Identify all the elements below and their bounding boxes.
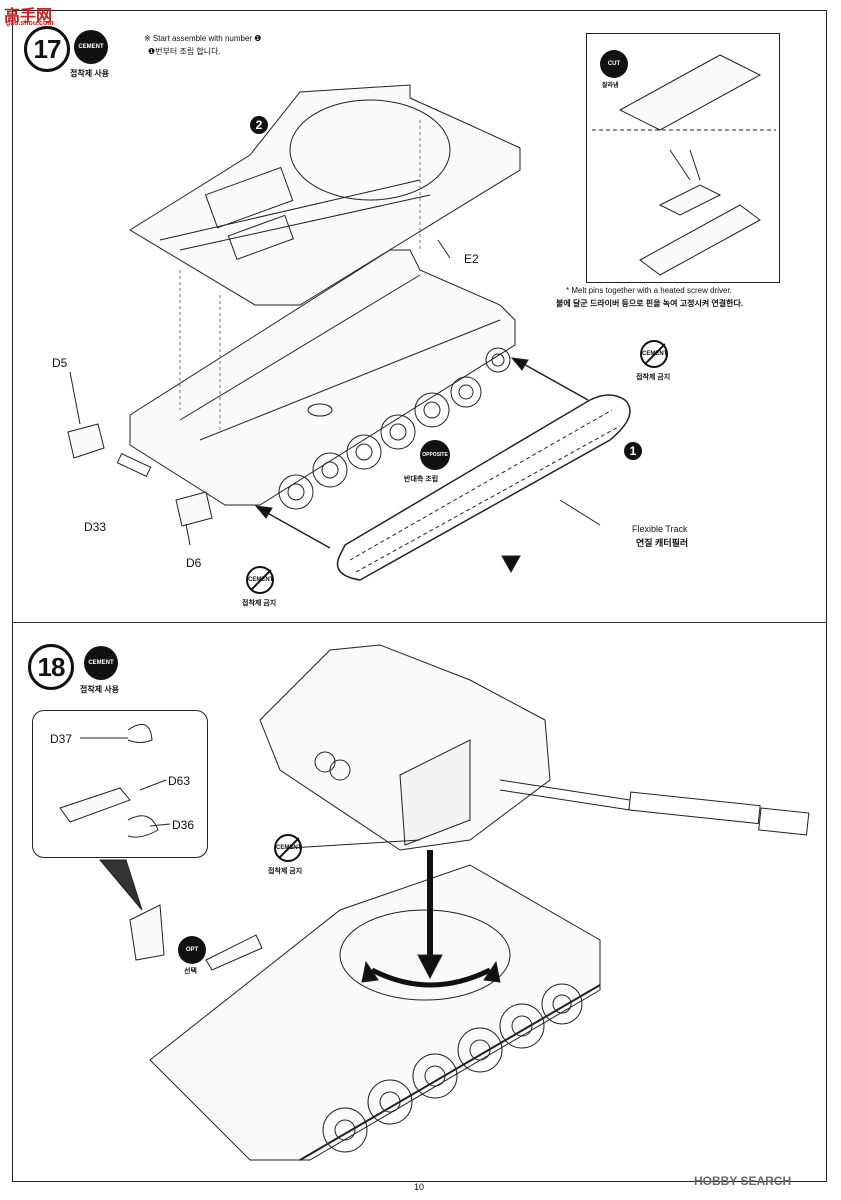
opposite-icon: OPPOSITE bbox=[420, 440, 450, 470]
watermark-sub: gao.shou.com bbox=[6, 20, 54, 27]
optional-parts-callout bbox=[32, 710, 208, 858]
no-cement-note: 접착제 금지 bbox=[636, 374, 671, 381]
cut-note: 잘라냄 bbox=[602, 83, 619, 89]
hobby-search-watermark: HOBBY SEARCH bbox=[694, 1174, 792, 1188]
step-18-number: 18 bbox=[28, 644, 74, 690]
page-number: 10 bbox=[414, 1182, 425, 1192]
instruction-ko: ❶번부터 조립 합니다. bbox=[148, 47, 221, 56]
step-17-number: 17 bbox=[24, 26, 70, 72]
cement-note: 접착제 사용 bbox=[70, 69, 110, 78]
no-cement-label: CEMENT bbox=[248, 577, 274, 583]
track-label-ko: 연질 캐터필러 bbox=[636, 538, 689, 548]
part-label-d33: D33 bbox=[84, 520, 107, 534]
no-cement-note: 접착제 금지 bbox=[268, 868, 303, 875]
track-label-en: Flexible Track bbox=[632, 524, 688, 534]
sub-marker-2: 2 bbox=[250, 116, 268, 134]
part-label-d63: D63 bbox=[168, 774, 191, 788]
sub-marker-1: 1 bbox=[624, 442, 642, 460]
opposite-note: 반대측 조립 bbox=[404, 476, 439, 483]
part-label-d6: D6 bbox=[186, 556, 202, 570]
no-cement-icon: CEMENT bbox=[640, 340, 668, 368]
cement-icon: CEMENT bbox=[74, 30, 108, 64]
cement-icon: CEMENT bbox=[84, 646, 118, 680]
no-cement-label: CEMENT bbox=[642, 351, 668, 357]
part-label-e2: E2 bbox=[464, 252, 479, 266]
cement-note: 접착제 사용 bbox=[80, 685, 120, 694]
no-cement-label: CEMENT bbox=[276, 845, 302, 851]
watermark-logo: 高手网 bbox=[4, 2, 52, 26]
watermark-text: 高手网 bbox=[4, 8, 53, 25]
part-label-d5: D5 bbox=[52, 356, 68, 370]
step-divider bbox=[12, 622, 827, 623]
no-cement-note: 접착제 금지 bbox=[242, 600, 277, 607]
no-cement-icon: CEMENT bbox=[274, 834, 302, 862]
part-label-d37: D37 bbox=[50, 732, 73, 746]
opt-icon: OPT bbox=[178, 936, 206, 964]
instruction-en: ※ Start assemble with number ❶ bbox=[144, 34, 262, 43]
no-cement-icon: CEMENT bbox=[246, 566, 274, 594]
cut-icon: CUT bbox=[600, 50, 628, 78]
opt-note: 선택 bbox=[184, 968, 197, 975]
page-frame bbox=[12, 10, 827, 1182]
melt-note-en: * Melt pins together with a heated screw… bbox=[566, 286, 732, 295]
melt-note-ko: 불에 달군 드라이버 등으로 핀을 녹여 고정시켜 연결한다. bbox=[556, 299, 744, 308]
part-label-d36: D36 bbox=[172, 818, 195, 832]
